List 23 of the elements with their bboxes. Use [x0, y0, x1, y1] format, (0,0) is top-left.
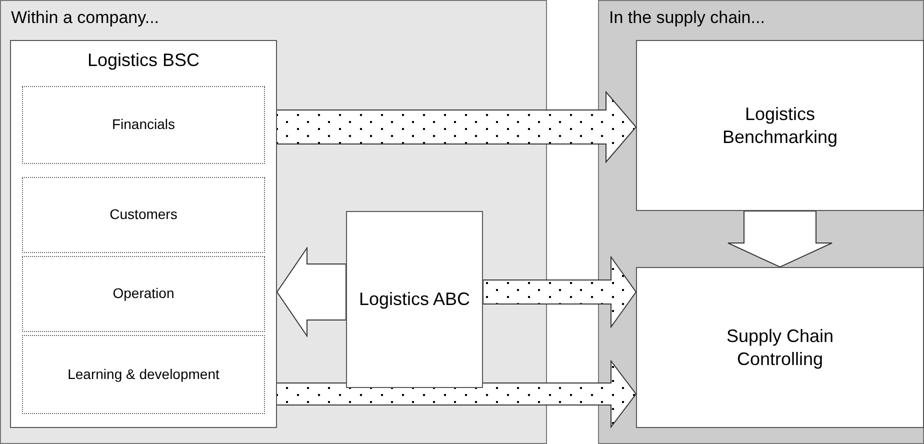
box-label: Financials [112, 116, 176, 134]
process-box [636, 40, 924, 211]
box-label: Operation [112, 285, 174, 303]
box-title: Logistics Benchmarking [721, 103, 839, 148]
panel [0, 0, 547, 444]
panel [598, 0, 924, 444]
block-arrow [482, 255, 637, 329]
box-title: Logistics ABC [358, 288, 470, 311]
block-arrow [728, 210, 832, 268]
perspective-box [22, 86, 265, 164]
block-arrow [276, 246, 346, 338]
process-box [346, 211, 483, 388]
perspective-box [22, 335, 265, 414]
box-label: Learning & development [68, 366, 220, 384]
panel-heading: In the supply chain... [609, 7, 765, 28]
box-title: Logistics BSC [87, 49, 200, 72]
perspective-box [22, 256, 265, 332]
box-label: Customers [110, 206, 178, 224]
process-box [636, 267, 924, 428]
box-title: Supply Chain Controlling [725, 325, 835, 370]
scorecard-box [10, 40, 277, 428]
perspective-box [22, 177, 265, 253]
panel-heading: Within a company... [11, 7, 160, 28]
